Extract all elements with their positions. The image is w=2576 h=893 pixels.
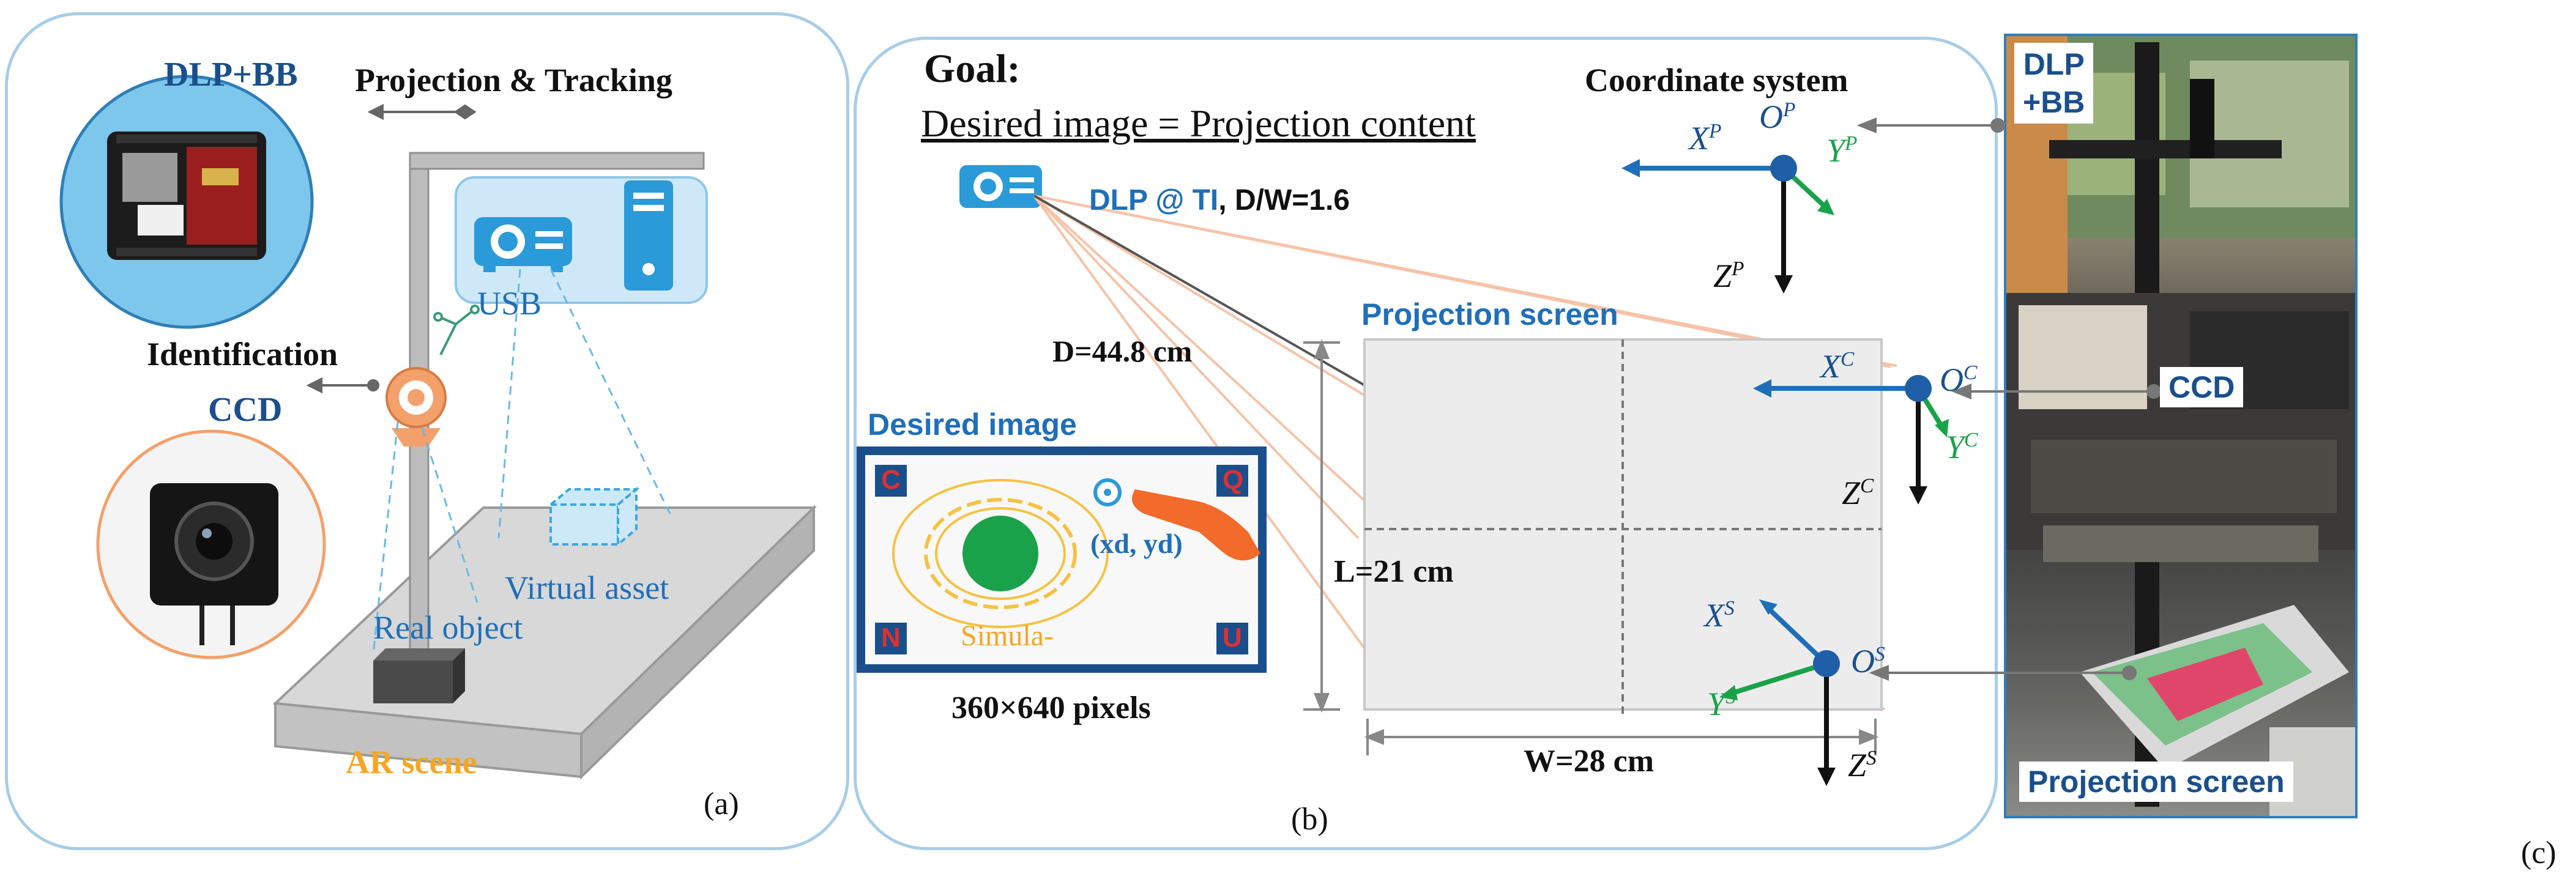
goal-label: Goal: — [924, 46, 1021, 91]
axis-xc-label: XC — [1820, 347, 1854, 385]
axis-zp-main: Z — [1713, 258, 1732, 294]
panel-b-frame — [854, 37, 1998, 850]
axis-op-label: OP — [1759, 98, 1795, 136]
hand-pointer-icon — [1132, 489, 1260, 561]
axis-xp-label: XP — [1689, 119, 1721, 157]
panel-c-photo — [2004, 34, 2358, 818]
dlp-projector-icon — [959, 165, 1042, 208]
panel-b-drawing — [857, 155, 1949, 786]
real-object-label: Real object — [373, 609, 523, 646]
panel-c-dlp-line: DLP — [2023, 47, 2085, 81]
axes-p — [1621, 155, 1834, 294]
axis-yc-sup: C — [1964, 429, 1978, 451]
identification-label: Identification — [147, 336, 338, 372]
axes-s — [1719, 599, 1840, 786]
simula-label: Simula- — [961, 620, 1054, 652]
computer-tower-icon — [624, 180, 673, 291]
axis-xc-main: X — [1820, 348, 1841, 385]
panel-a-frame — [5, 12, 849, 850]
projection-tracking-label: Projection & Tracking — [355, 62, 672, 98]
usb-icon — [433, 305, 480, 355]
axis-xs-sup: S — [1724, 597, 1735, 620]
panel-c-ccd-tag: CCD — [2160, 367, 2244, 407]
axis-zs-sup: S — [1866, 747, 1877, 769]
dlp-bb-label: DLP+BB — [164, 56, 298, 94]
stand-arm — [409, 152, 705, 170]
dlp-bb-board-photo — [59, 75, 314, 329]
axis-yp-label: YP — [1826, 132, 1858, 169]
axis-xs-label: XS — [1704, 596, 1735, 634]
axis-xs-main: X — [1704, 597, 1724, 634]
panel-a-drawing — [59, 75, 817, 780]
virtual-asset-cube — [547, 486, 640, 547]
panel-c-projection-screen-tag: Projection screen — [2019, 761, 2293, 802]
axis-ys-label: YS — [1707, 685, 1736, 723]
coordinate-system-label: Coordinate system — [1585, 62, 1848, 98]
axis-zc-main: Z — [1842, 475, 1861, 511]
dlp-ti-text: DLP @ TI — [1089, 184, 1219, 217]
desired-image-label: Desired image — [868, 407, 1077, 442]
resolution-label: 360×640 pixels — [951, 691, 1151, 725]
real-object-block — [373, 648, 465, 703]
corner-c: C — [881, 465, 901, 495]
axis-zc-label: ZC — [1842, 474, 1874, 512]
axis-zp-sup: P — [1732, 258, 1744, 280]
usb-label: USB — [477, 285, 542, 322]
target-point-label: (xd, yd) — [1090, 528, 1183, 559]
caption-a: (a) — [704, 787, 739, 821]
panel-c-bb-line: +BB — [2023, 85, 2085, 119]
panel-a-leaders — [306, 103, 477, 394]
panel-c-dlp-bb-tag: DLP +BB — [2014, 43, 2094, 124]
distance-label: D=44.8 cm — [1052, 334, 1193, 368]
axes-c — [1753, 375, 1949, 505]
dlp-ti-label: DLP @ TI, D/W=1.6 — [1089, 183, 1350, 217]
axis-zs-main: Z — [1848, 747, 1867, 784]
projector-icon — [474, 217, 572, 272]
projection-screen-label-b: Projection screen — [1361, 297, 1618, 332]
desired-image-box — [857, 446, 1267, 673]
axis-os-sup: S — [1875, 643, 1885, 665]
axis-op-main: O — [1759, 98, 1783, 135]
width-label: W=28 cm — [1524, 744, 1655, 779]
axis-oc-sup: C — [1964, 361, 1978, 384]
ccd-photo — [96, 429, 326, 659]
axis-op-sup: P — [1783, 98, 1796, 121]
axis-zp-label: ZP — [1713, 257, 1744, 295]
length-label: L=21 cm — [1334, 554, 1454, 589]
axis-yc-main: Y — [1946, 429, 1965, 465]
axis-yc-label: YC — [1946, 428, 1978, 466]
axis-yp-main: Y — [1826, 132, 1845, 169]
virtual-asset-label: Virtual asset — [505, 569, 669, 606]
corner-q: Q — [1223, 465, 1244, 495]
corner-u: U — [1223, 623, 1242, 653]
ar-scene-label: AR scene — [346, 744, 477, 780]
axis-xp-sup: P — [1709, 120, 1722, 143]
axis-xc-sup: C — [1841, 348, 1855, 371]
corner-n: N — [881, 623, 901, 653]
axis-zs-label: ZS — [1848, 746, 1877, 784]
ccd-label-a: CCD — [208, 391, 283, 429]
projection-beams — [372, 269, 671, 655]
axis-zc-sup: C — [1860, 475, 1874, 497]
axis-ys-sup: S — [1725, 686, 1736, 708]
dimension-lines — [1303, 339, 1879, 755]
caption-c: (c) — [2521, 836, 2556, 870]
photo-scene — [2006, 36, 2355, 816]
axis-xp-main: X — [1689, 120, 1709, 157]
dw-ratio-text: , D/W=1.6 — [1218, 184, 1350, 217]
axis-ys-main: Y — [1707, 686, 1726, 722]
ccd-camera-icon — [385, 367, 447, 446]
caption-b: (b) — [1291, 802, 1328, 837]
axis-yp-sup: P — [1845, 132, 1858, 155]
desired-equation: Desired image = Projection content — [921, 102, 1476, 145]
